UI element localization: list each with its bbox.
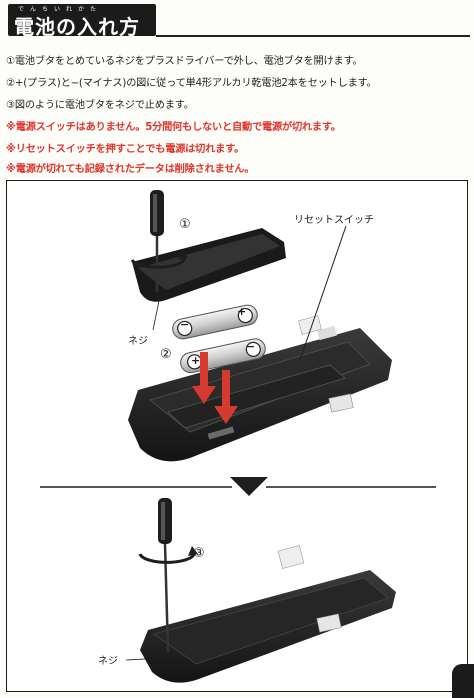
step-1-marker: ① (179, 217, 191, 232)
note-reset-switch: ※リセットスイッチを押すことでも電源は切れます。 (6, 144, 245, 155)
device-closed (140, 545, 396, 683)
screw-leader-bottom (125, 657, 165, 661)
reset-switch-label: リセットスイッチ (294, 215, 374, 226)
note-data-retained: ※電源が切れても記録されたデータは削除されません。 (6, 164, 255, 175)
device-open (128, 315, 392, 462)
instruction-step-2: ②+(プラス)と−(マイナス)の図に従って単4形アルカリ乾電池2本をセットします… (6, 78, 377, 89)
reset-switch-leader (299, 225, 347, 361)
screwdriver-bottom (138, 498, 198, 653)
page-corner-tab (452, 664, 474, 698)
battery-upper-plus: + (237, 305, 247, 318)
page-title: 電池の入れ方 (14, 15, 140, 39)
screw-label-bottom: ネジ (98, 656, 118, 667)
insert-arrows (192, 352, 238, 424)
battery-cover (132, 228, 286, 302)
battery-upper (172, 304, 258, 340)
title-banner (8, 4, 156, 36)
battery-lower-plus: + (191, 354, 201, 367)
instruction-step-3: ③図のように電池ブタをネジで止めます。 (6, 100, 194, 111)
note-no-power-switch: ※電源スイッチはありません。5分間何もしないと自動で電源が切れます。 (6, 122, 341, 133)
battery-lower-minus: − (246, 340, 256, 353)
title-divider (156, 35, 470, 37)
screw-label-top: ネジ (128, 336, 148, 347)
screwdriver-top (130, 190, 188, 292)
instruction-step-1: ①電池ブタをとめているネジをプラスドライバーで外し、電池ブタを開けます。 (6, 56, 363, 67)
down-arrow-icon (230, 477, 268, 496)
battery-upper-minus: − (180, 318, 190, 331)
step-2-marker: ② (160, 347, 172, 362)
step-3-marker: ③ (193, 546, 205, 561)
screw-leader-top (152, 295, 161, 331)
title-ruby: でんちいれかた (18, 6, 103, 13)
